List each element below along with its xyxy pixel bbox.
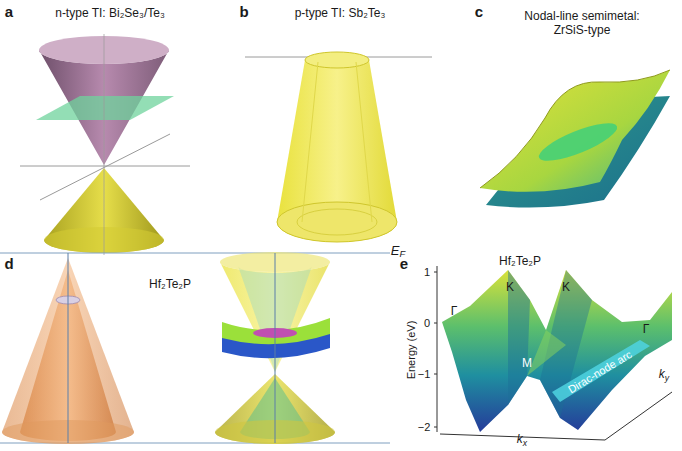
k-point-label: M (522, 357, 532, 371)
axis-title: ky (659, 368, 669, 383)
hf2te2p-cones-d (0, 252, 390, 444)
k-point-label: Γ (643, 323, 650, 337)
tick-label: 0 (424, 317, 430, 330)
panel-letter: d (4, 255, 13, 272)
panel-title: n-type TI: Bi₂Se₃/Te₃ (55, 7, 165, 21)
panel-title: Hf₂Te₂P (149, 278, 191, 292)
band-surface-e (434, 266, 672, 440)
tick-label: −2 (418, 421, 431, 434)
panel-title: p-type TI: Sb₂Te₃ (295, 7, 386, 21)
panel-letter: a (5, 3, 13, 20)
k-point-label: Γ (451, 305, 458, 319)
panel-letter: e (400, 255, 408, 272)
nodal-line-sheets-c (480, 70, 670, 208)
panel-title: Nodal-line semimetal: ZrSiS-type (507, 10, 657, 38)
axis-title: kx (517, 434, 527, 449)
band-feature-label: Dirac-node arc (566, 348, 634, 396)
tick-label: 1 (424, 266, 430, 279)
dirac-cone-a (20, 34, 190, 255)
k-point-label: K (506, 281, 514, 295)
panel-title: Hf₂Te₂P (499, 255, 541, 269)
axis-title: Energy (eV) (405, 321, 418, 380)
panel-letter: b (239, 3, 248, 20)
panel-letter: c (475, 3, 483, 20)
hole-cone-b (245, 52, 432, 242)
tick-label: −1 (418, 368, 431, 381)
k-point-label: K (562, 281, 570, 295)
